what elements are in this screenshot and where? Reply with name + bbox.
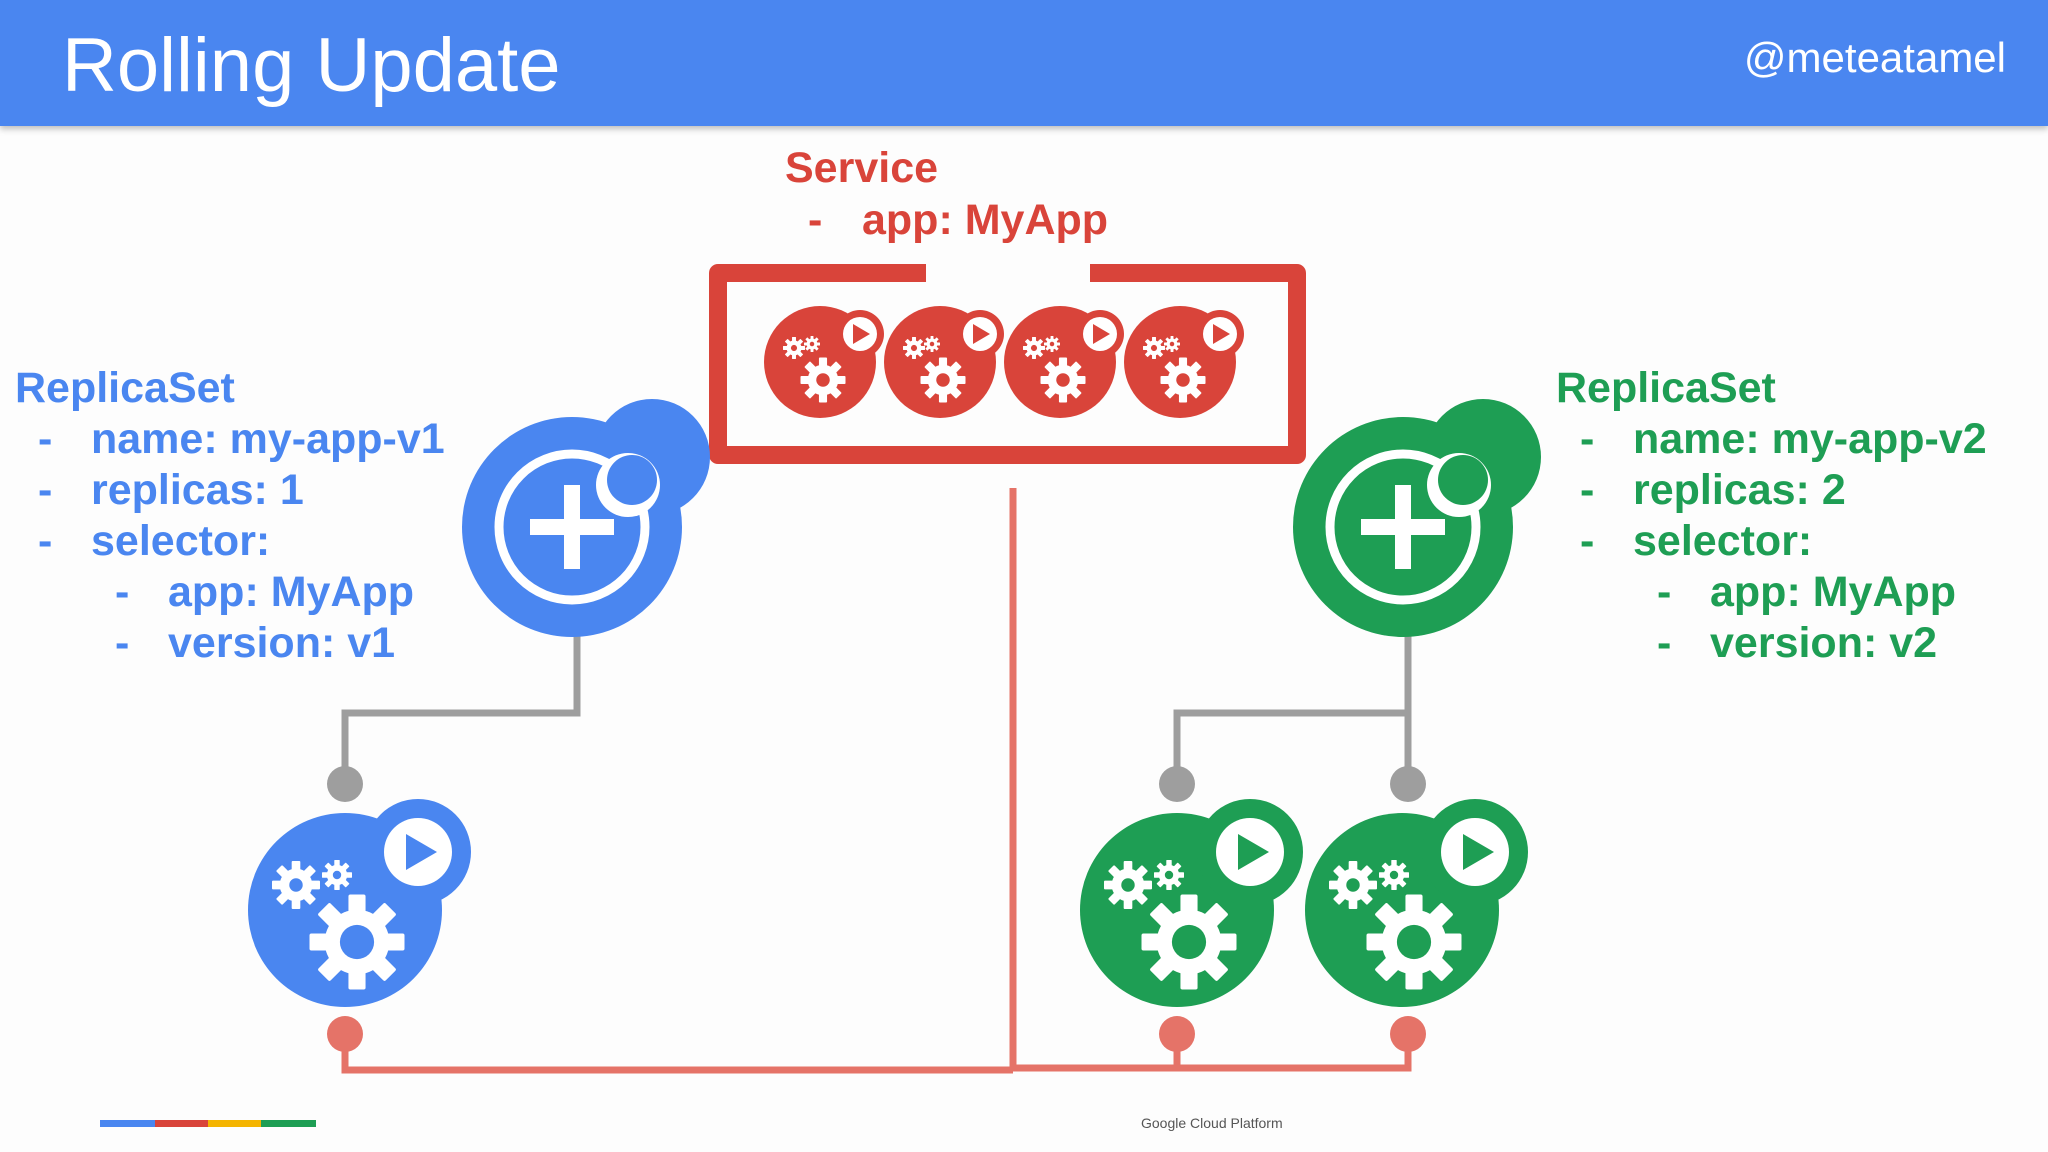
replicaset-v1-dash: - (38, 517, 53, 565)
footer-brand: Google Cloud Platform (1141, 1115, 1283, 1131)
service-box (709, 264, 1306, 464)
replicaset-v2-dash: - (1580, 517, 1595, 565)
replicaset-v2-selector-version: version: v2 (1710, 619, 1938, 667)
pod-v1-icon (248, 799, 471, 1007)
footer-colorbar-blue (100, 1120, 155, 1127)
v1-connector-dot (327, 766, 363, 802)
replicaset-v2-selector: selector: (1633, 517, 1813, 565)
pod-v2-icon (1080, 799, 1303, 1007)
v2-pod2-service-dot (1390, 1016, 1426, 1052)
service-pod-icon (884, 306, 1004, 418)
replicaset-v1-dash: - (38, 415, 53, 463)
v2-pod1-service-dot (1159, 1016, 1195, 1052)
replicaset-v1-dash: - (115, 619, 130, 667)
replicaset-v2-dash: - (1657, 619, 1672, 667)
replicaset-v1-selector: selector: (91, 517, 271, 565)
footer-colorbar-green (261, 1120, 316, 1127)
slide-title: Rolling Update (62, 23, 561, 108)
v2-connector-dot-1 (1159, 766, 1195, 802)
replicaset-v1-dash: - (38, 466, 53, 514)
replicaset-v2-selector-app: app: MyApp (1710, 568, 1957, 616)
replicaset-v2-plus-icon (1293, 399, 1541, 637)
pod-v2-icon (1305, 799, 1528, 1007)
replicaset-v1-plus-icon (462, 399, 710, 637)
service-heading: Service (785, 144, 939, 192)
replicaset-v2-name: name: my-app-v2 (1633, 415, 1987, 463)
footer-colorbar-red (155, 1120, 208, 1127)
replicaset-v2-heading: ReplicaSet (1556, 364, 1776, 412)
slide-header: Rolling Update @meteatamel (0, 0, 2048, 126)
v1-pod-service-dot (327, 1016, 363, 1052)
replicaset-v1-name: name: my-app-v1 (91, 415, 445, 463)
service-pod-icon (764, 306, 884, 418)
service-selector-line: app: MyApp (862, 196, 1109, 244)
replicaset-v1-selector-version: version: v1 (168, 619, 396, 667)
v1-selector-connector (341, 622, 581, 780)
footer-colorbar-yellow (208, 1120, 261, 1127)
replicaset-v2-dash: - (1657, 568, 1672, 616)
service-pod-icon (1124, 306, 1244, 418)
service-pod-icon (1004, 306, 1124, 418)
replicaset-v1-dash: - (115, 568, 130, 616)
v2-connector-dot-2 (1390, 766, 1426, 802)
replicaset-v2-dash: - (1580, 466, 1595, 514)
replicaset-v1-selector-app: app: MyApp (168, 568, 415, 616)
v2-selector-connector (1173, 622, 1412, 782)
replicaset-v1-heading: ReplicaSet (15, 364, 235, 412)
replicaset-v1-replicas: replicas: 1 (91, 466, 304, 514)
replicaset-v2-replicas: replicas: 2 (1633, 466, 1846, 514)
author-handle: @meteatamel (1743, 34, 2006, 81)
replicaset-v2-dash: - (1580, 415, 1595, 463)
service-selector-dash: - (808, 196, 823, 244)
